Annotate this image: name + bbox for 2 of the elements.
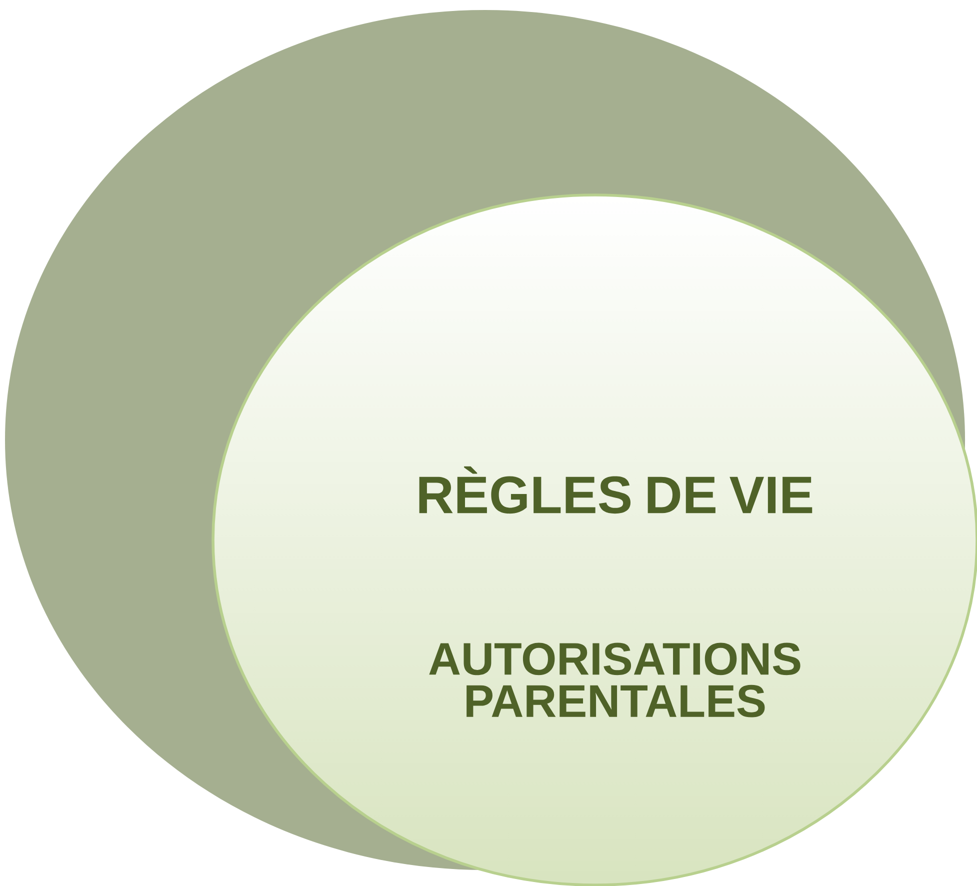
subheading: AUTORISATIONS PARENTALES	[429, 642, 800, 718]
heading: RÈGLES DE VIE	[419, 466, 812, 514]
